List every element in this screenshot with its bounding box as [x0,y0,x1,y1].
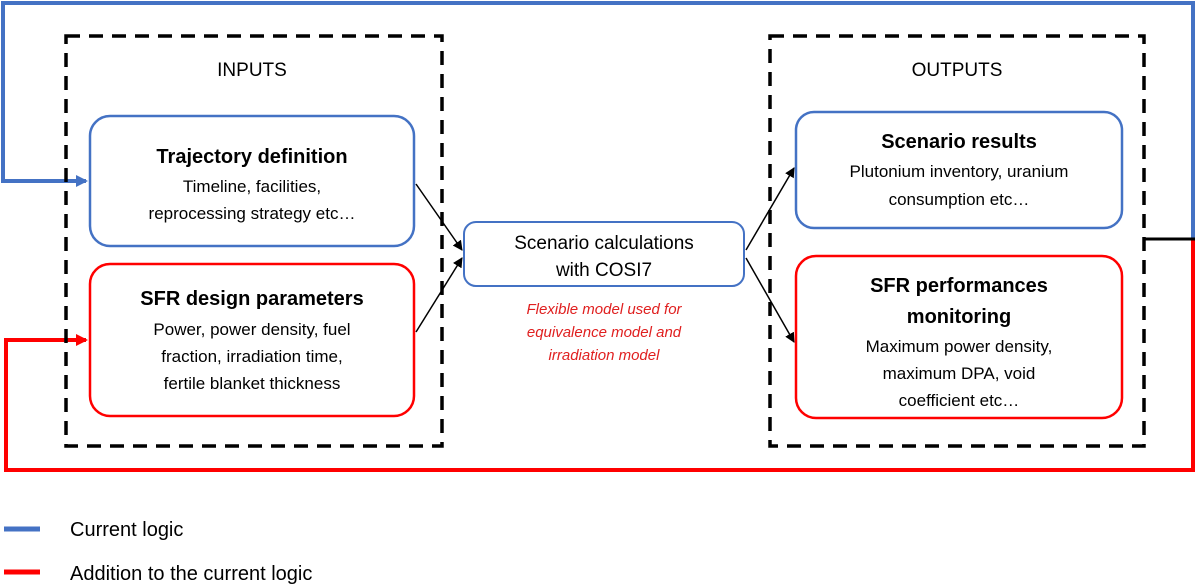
scenario-results-line-1: Plutonium inventory, uranium [850,162,1069,181]
outputs-label: OUTPUTS [912,60,1003,81]
trajectory-definition-line-1: Timeline, facilities, [183,177,321,196]
sfr-design-parameters-line-1: Power, power density, fuel [153,320,350,339]
inputs-group-box [64,34,444,448]
sfr-performances-line-2: maximum DPA, void [883,364,1036,383]
sfr-performances-box [794,254,1124,420]
sfr-performances-line-3: coefficient etc… [899,391,1020,410]
flexible-model-note-line-3: irradiation model [549,347,661,364]
sfr-design-parameters-line-3: fertile blanket thickness [164,374,341,393]
legend-addition-label: Addition to the current logic [70,563,312,585]
sfr-performances-title-line-1: SFR performances [870,275,1048,297]
flexible-model-note-line-1: Flexible model used for [526,301,682,318]
blue-feedback-line [1,1,1195,238]
scenario-calculations-box [463,221,745,287]
arrow-design-to-calculations [415,257,463,333]
scenario-results-box [794,110,1124,230]
outputs-group-box [768,34,1146,448]
legend-current-label: Current logic [70,519,183,541]
sfr-performances-line-1: Maximum power density, [866,337,1053,356]
red-feedback-line [4,240,1195,472]
trajectory-definition-line-2: reprocessing strategy etc… [149,204,356,223]
inputs-label: INPUTS [217,60,287,81]
scenario-calculations-line-2: with COSI7 [555,260,652,281]
scenario-calculations-line-1: Scenario calculations [514,233,694,254]
scenario-results-title: Scenario results [881,131,1037,153]
sfr-performances-title-line-2: monitoring [907,306,1011,328]
flexible-model-note-line-2: equivalence model and [527,324,682,341]
arrow-calculations-to-performances [745,257,795,343]
arrow-calculations-to-results [745,167,795,251]
sfr-design-parameters-box [88,262,416,418]
sfr-design-parameters-title: SFR design parameters [140,288,363,310]
trajectory-definition-box [88,114,416,248]
sfr-design-parameters-line-2: fraction, irradiation time, [161,347,342,366]
scenario-results-line-2: consumption etc… [889,190,1030,209]
arrow-trajectory-to-calculations [415,183,463,251]
trajectory-definition-title: Trajectory definition [156,146,347,168]
